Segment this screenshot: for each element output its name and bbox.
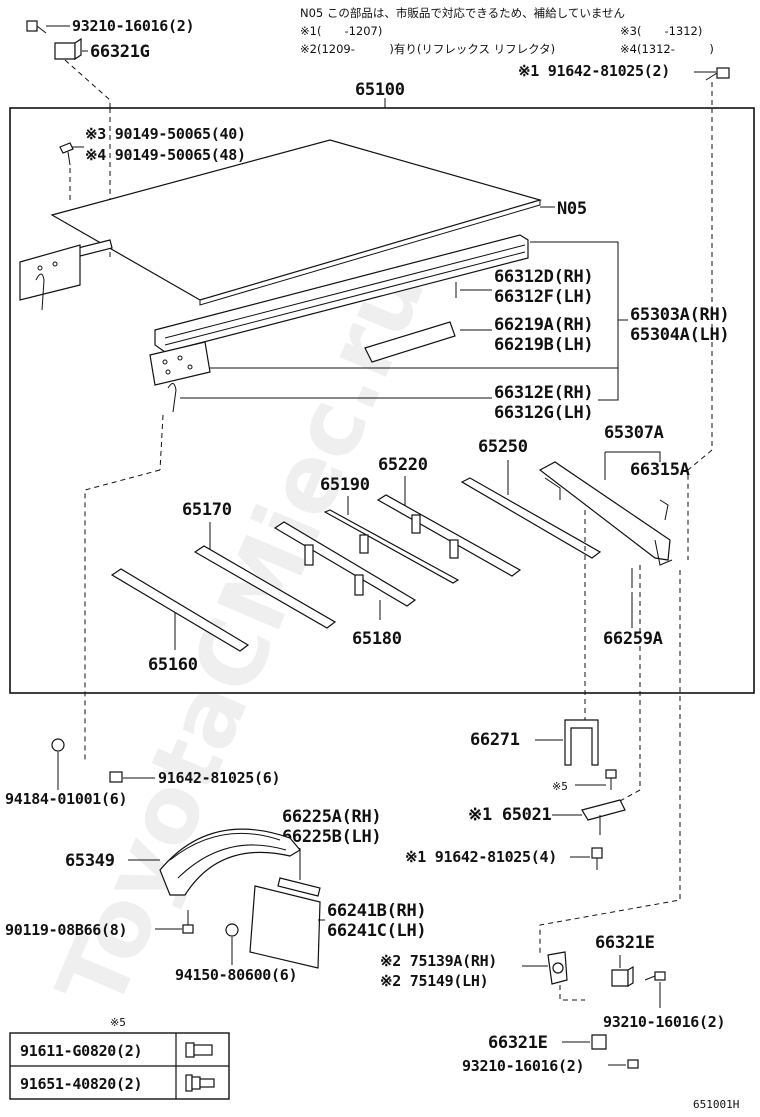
note-m1: ※1( -1207) [300,24,382,38]
part-66321e-b[interactable]: 66321E [488,1033,548,1053]
part-65250[interactable]: 65250 [478,437,528,457]
part-66225b[interactable]: 66225B(LH) [282,827,382,847]
part-93210-b[interactable]: 93210-16016(2) [462,1057,585,1075]
part-65303a[interactable]: 65303A(RH) [630,305,730,325]
part-94150[interactable]: 94150-80600(6) [175,966,298,984]
part-94184[interactable]: 94184-01001(6) [5,790,128,808]
part-65307a[interactable]: 65307A [604,423,664,443]
side-rail-65303a [154,234,529,353]
bolt-icon [109,771,123,783]
part-66312d[interactable]: 66312D(RH) [494,267,594,287]
note-m4: ※4(1312- ) [620,42,714,56]
note-n05: N05 この部品は、市販品で対応できるため、補給していません [300,6,625,20]
legend-table: ※5 91611-G0820(2) 91651-40820(2) [9,1016,230,1100]
clip-66321e-icon [591,1034,607,1050]
bolt-icon [705,67,730,81]
part-91642-mid[interactable]: 91642-81025(6) [158,769,281,787]
part-75139a[interactable]: ※2 75139A(RH) [380,952,497,970]
note-m2: ※2(1209- )有り(リフレックス リフレクタ) [300,42,555,56]
part-91642-low[interactable]: ※1 91642-81025(4) [405,848,557,866]
u-bolt-66271 [564,719,599,766]
part-66219a[interactable]: 66219A(RH) [494,315,594,335]
crossmember-65170 [193,545,337,629]
part-66321g[interactable]: 66321G [90,42,150,62]
part-66241b[interactable]: 66241B(RH) [327,901,427,921]
bracket-66225a [277,877,321,897]
part-90149-b[interactable]: ※4 90149-50065(48) [85,146,246,164]
bolt-icon [185,1042,213,1058]
reflector-75139a [547,951,568,985]
bolt-icon [26,20,47,34]
reinforcement-66219a [364,321,456,363]
part-91642-top[interactable]: ※1 91642-81025(2) [518,62,670,80]
part-66312e[interactable]: 66312E(RH) [494,383,594,403]
assembly-box-65100 [9,107,755,694]
nut-icon [51,738,65,752]
part-66312g[interactable]: 66312G(LH) [494,403,594,423]
part-65021[interactable]: ※1 65021 [468,805,552,825]
clip-66321e-icon [611,965,634,988]
part-65349[interactable]: 65349 [65,851,115,871]
figure-id: 651001H [693,1098,739,1111]
bolt-icon [591,847,603,870]
part-65170[interactable]: 65170 [182,500,232,520]
legend-row-2-part[interactable]: 91651-40820(2) [20,1075,143,1093]
legend-title: ※5 [110,1016,126,1029]
flange-bolt-icon [185,1074,215,1092]
part-93210-top[interactable]: 93210-16016(2) [72,17,195,35]
bolt-icon [644,971,666,981]
part-66241c[interactable]: 66241C(LH) [327,921,427,941]
part-65190[interactable]: 65190 [320,475,370,495]
sill-bracket-left [19,244,81,301]
part-75149[interactable]: ※2 75149(LH) [380,972,489,990]
part-66312f[interactable]: 66312F(LH) [494,287,594,307]
part-66271[interactable]: 66271 [470,730,520,750]
legend-row-1-part[interactable]: 91611-G0820(2) [20,1042,143,1060]
part-66259a[interactable]: 66259A [603,629,663,649]
part-65304a[interactable]: 65304A(LH) [630,325,730,345]
part-93210-a[interactable]: 93210-16016(2) [603,1013,726,1031]
part-66315a[interactable]: 66315A [630,460,690,480]
floor-board-n05 [50,139,543,301]
part-90119[interactable]: 90119-08B66(8) [5,921,128,939]
bolt-icon [182,910,194,934]
nut-icon [225,923,239,937]
crossmember-65250 [460,477,602,559]
part-66321e-a[interactable]: 66321E [595,933,655,953]
bracket-65021 [581,799,626,821]
part-n05[interactable]: N05 [557,199,587,219]
note-m3: ※3( -1312) [620,24,702,38]
part-66225a[interactable]: 66225A(RH) [282,807,382,827]
part-65160[interactable]: 65160 [148,655,198,675]
part-90149-a[interactable]: ※3 90149-50065(40) [85,125,246,143]
bolt-icon [627,1059,639,1069]
mudflap-66241b [249,885,321,969]
crossmember-65160 [110,568,250,652]
bolt-icon [605,769,617,790]
screw-icon [59,142,74,166]
rear-sill-65307a [538,461,671,561]
part-66219b[interactable]: 66219B(LH) [494,335,594,355]
notes-block: N05 この部品は、市販品で対応できるため、補給していません ※1( -1207… [300,6,714,56]
note-m5-small: ※5 [552,780,568,793]
part-65220[interactable]: 65220 [378,455,428,475]
member-65190 [323,509,460,584]
part-65180[interactable]: 65180 [352,629,402,649]
clip-66321g-icon [54,37,82,61]
part-65100[interactable]: 65100 [355,80,405,100]
crossmember-65220 [376,494,522,577]
